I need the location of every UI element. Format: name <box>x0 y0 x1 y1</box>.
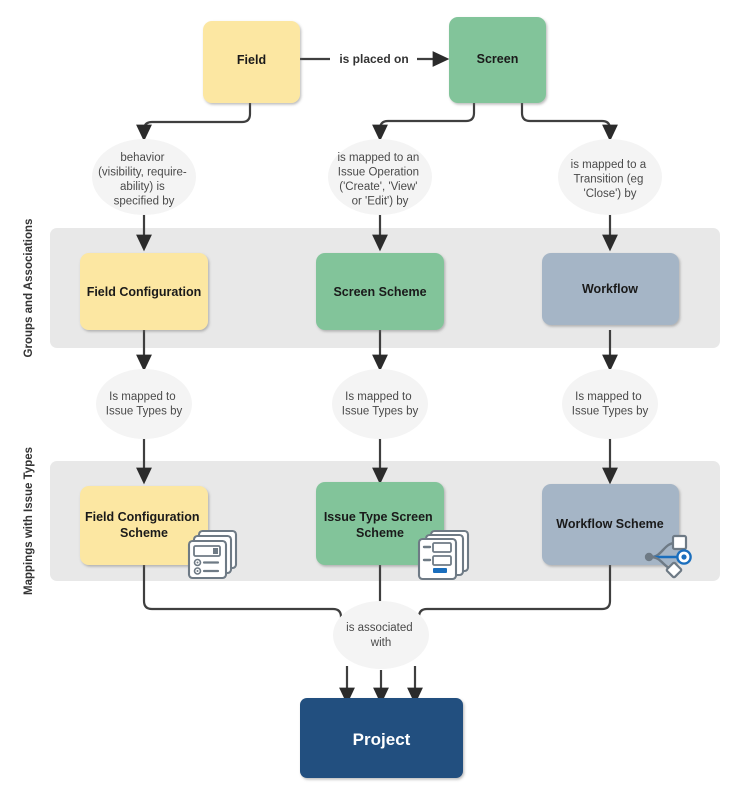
edge-label-line: 'Close') by <box>584 188 637 200</box>
node-screen-label: Screen <box>477 52 519 66</box>
connector-field-to-behavior <box>136 103 252 142</box>
band-label-groups: Groups and Associations <box>23 219 35 358</box>
edge-label-mapped-to-issue-types-left: Is mapped to Issue Types by <box>96 369 192 439</box>
connector-screen-to-issue-operation <box>372 103 476 142</box>
svg-text:Is mapped to Issue Typ: Is mapped to Issue Types by <box>342 391 419 418</box>
connector-field-configuration-scheme-to-associated <box>142 565 343 622</box>
documents-icon <box>187 529 238 580</box>
svg-text:Issue Type Screen Scheme: Issue Type Screen Scheme <box>324 510 436 540</box>
node-field-configuration[interactable]: Field Configuration <box>80 253 208 330</box>
edge-label-line: Is mapped to <box>345 391 411 403</box>
node-field-label: Field <box>237 53 266 67</box>
node-field-configuration-label: Field Configuration <box>87 285 202 299</box>
node-workflow[interactable]: Workflow <box>542 253 679 325</box>
edge-label-line: Issue Types by <box>106 406 183 418</box>
svg-text:Field Configuration Sche: Field Configuration Scheme <box>85 510 203 540</box>
screens-icon <box>417 529 470 581</box>
edge-label-line: Transition (eg <box>573 174 643 186</box>
node-workflow-scheme-label: Workflow Scheme <box>556 517 663 531</box>
connector-screen-to-transition <box>520 103 618 142</box>
edge-label-line: ('Create', 'View' <box>339 181 417 193</box>
edge-label-mapped-to-issue-types-middle: Is mapped to Issue Types by <box>332 369 428 439</box>
edge-label-mapped-to-transition: is mapped to a Transition (eg 'Close') b… <box>558 139 662 215</box>
edge-label-line: or 'Edit') by <box>352 196 409 208</box>
svg-text:behavior (visibility,: behavior (visibility, require- ability) … <box>98 152 190 208</box>
node-issue-type-screen-scheme-label-line1: Issue Type Screen <box>324 510 433 524</box>
edge-label-line: is mapped to a <box>571 159 647 171</box>
node-issue-type-screen-scheme-label-line2: Scheme <box>356 526 404 540</box>
connector-workflow-scheme-to-associated <box>417 565 612 622</box>
svg-text:Is mapped to Issue Typ: Is mapped to Issue Types by <box>572 391 649 418</box>
edge-label-line: Issue Operation <box>338 167 419 179</box>
node-field-configuration-scheme-label-line2: Scheme <box>120 526 168 540</box>
edge-label-line: Is mapped to <box>575 391 641 403</box>
edge-label-layer: behavior (visibility, require- ability) … <box>92 52 662 669</box>
node-project-label: Project <box>353 730 411 749</box>
node-field[interactable]: Field <box>203 21 300 103</box>
node-project[interactable]: Project <box>300 698 463 778</box>
svg-text:is associated with: is associated with <box>346 622 416 649</box>
edge-label-line: (visibility, require- <box>98 167 187 179</box>
edge-label-is-associated-with: is associated with <box>333 601 429 669</box>
edge-label-mapped-to-issue-types-right: Is mapped to Issue Types by <box>562 369 658 439</box>
edge-label-mapped-to-issue-operation: is mapped to an Issue Operation ('Create… <box>328 139 432 215</box>
edge-label-line: is associated <box>346 622 412 634</box>
node-screen[interactable]: Screen <box>449 17 546 103</box>
edge-label-behavior-specified-by: behavior (visibility, require- ability) … <box>92 139 196 215</box>
svg-text:is mapped to an Issue: is mapped to an Issue Operation ('Create… <box>337 152 422 208</box>
edge-label-line: Issue Types by <box>572 406 649 418</box>
node-field-configuration-scheme[interactable]: Field Configuration Scheme <box>80 486 208 565</box>
edge-label-line: with <box>370 637 391 649</box>
connector-layer <box>136 51 618 705</box>
workflow-nodes-icon <box>644 534 692 579</box>
node-screen-scheme[interactable]: Screen Scheme <box>316 253 444 330</box>
svg-text:Is mapped to Issue Typ: Is mapped to Issue Types by <box>106 391 183 418</box>
node-field-configuration-scheme-label-line1: Field Configuration <box>85 510 200 524</box>
edge-label-is-placed-on: is placed on <box>339 52 408 66</box>
svg-text:is mapped to a Transit: is mapped to a Transition (eg 'Close') b… <box>571 159 650 200</box>
node-workflow-label: Workflow <box>582 282 638 296</box>
edge-label-line: is mapped to an <box>337 152 419 164</box>
node-workflow-scheme[interactable]: Workflow Scheme <box>542 484 679 565</box>
node-issue-type-screen-scheme[interactable]: Issue Type Screen Scheme <box>316 482 444 565</box>
node-screen-scheme-label: Screen Scheme <box>333 285 426 299</box>
edge-label-line: Is mapped to <box>109 391 175 403</box>
edge-label-line: specified by <box>114 196 175 208</box>
band-label-mappings: Mappings with Issue Types <box>23 447 35 595</box>
edge-label-line: behavior <box>120 152 164 164</box>
edge-label-line: ability) is <box>120 181 165 193</box>
edge-label-line: Issue Types by <box>342 406 419 418</box>
